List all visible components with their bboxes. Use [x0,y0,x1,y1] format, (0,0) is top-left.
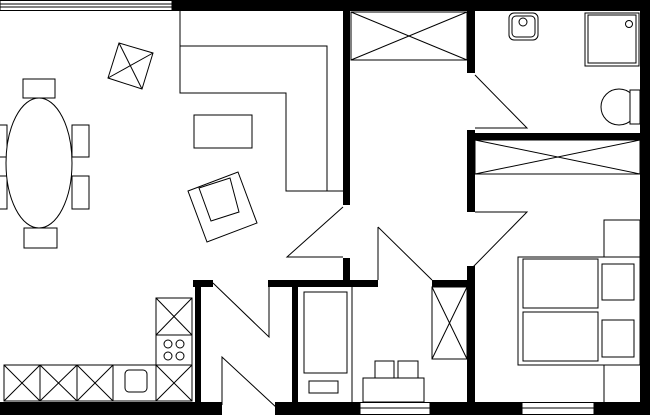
cooktop [155,334,193,366]
wc [508,12,641,126]
wardrobe [474,139,641,175]
entry-door-swing [221,355,278,409]
windows [0,0,595,415]
living-door-swing [285,206,344,258]
bathtub [303,291,348,374]
window-bedroom [521,402,595,415]
bedroom-door-swing [472,211,529,268]
bathroom-door-swing [377,226,433,281]
window-living [0,0,173,11]
nightstand [601,263,635,301]
chair [71,175,90,210]
nightstand [601,319,635,358]
sofa [179,11,343,192]
shower [584,12,640,67]
wc-door-swing [474,74,529,129]
bedroom [474,139,641,402]
chair [0,124,8,158]
plant-stand [107,42,154,90]
chair [23,227,58,249]
doors [212,74,529,409]
entry-door-swing [212,282,270,339]
window-bathroom [359,402,431,415]
armchair [187,171,258,243]
dining-table [5,97,73,229]
vanity [362,377,425,403]
dining-set [0,78,90,249]
bathroom [303,286,468,403]
hall-closet [350,11,468,61]
bed [517,256,641,366]
drain [308,380,339,394]
living-room [0,11,343,249]
toilet-tank [629,89,641,125]
storage [431,286,468,360]
chair [22,78,56,99]
chair [0,175,8,210]
wash-basin [508,12,539,41]
coffee-table [193,114,253,149]
kitchen [3,297,193,402]
sink [124,369,148,393]
chair [71,124,90,158]
